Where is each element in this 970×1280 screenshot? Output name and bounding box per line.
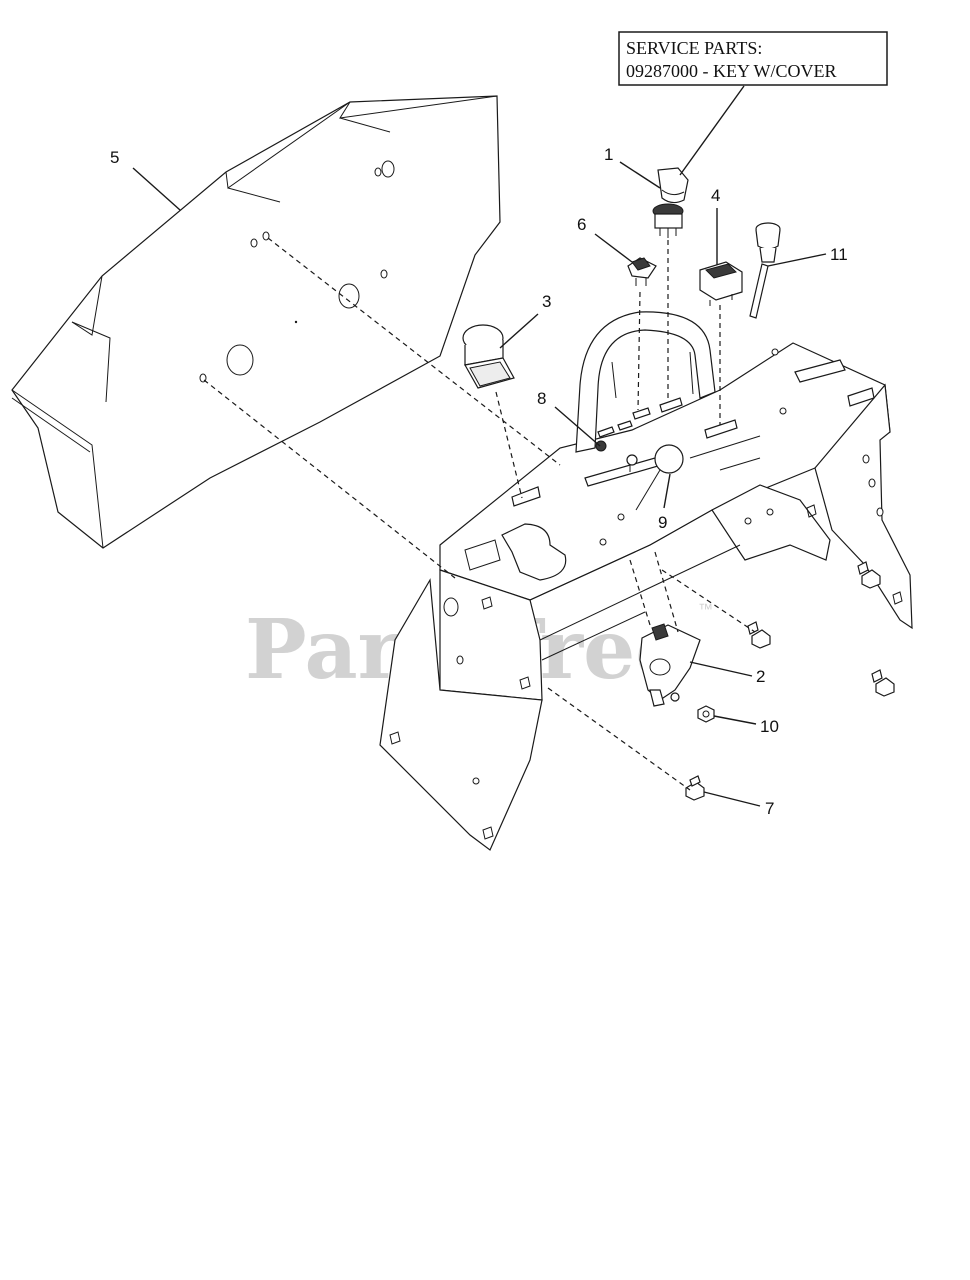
callout-8: 8	[537, 389, 546, 408]
part-5-dash-cover[interactable]	[11, 95, 501, 549]
part-8-screw[interactable]	[595, 440, 638, 472]
part-2-interlock-switch[interactable]	[639, 623, 701, 707]
bolt-icon	[871, 669, 895, 697]
part-7-bolts[interactable]	[685, 561, 895, 801]
callout-4: 4	[711, 186, 720, 205]
bolt-icon	[747, 621, 771, 649]
service-parts-box: SERVICE PARTS: 09287000 - KEY W/COVER	[618, 31, 888, 176]
part-3-pto-switch[interactable]	[462, 324, 515, 389]
bolt-icon	[685, 775, 705, 801]
callout-3: 3	[542, 292, 551, 311]
part-11-choke-cable[interactable]	[749, 222, 781, 319]
console-frame	[379, 311, 913, 851]
callout-2: 2	[756, 667, 765, 686]
callout-labels: 5 1 6 4 11 3 8 9 2 10 7	[110, 145, 848, 818]
callout-5: 5	[110, 148, 119, 167]
part-1-ignition-switch[interactable]	[652, 167, 689, 238]
assembly-lines	[203, 237, 756, 791]
watermark-trademark: ™	[698, 601, 713, 618]
bolt-icon	[857, 561, 881, 589]
callout-11: 11	[830, 245, 848, 264]
callout-9: 9	[658, 513, 667, 532]
part-6-rocker-switch[interactable]	[627, 257, 657, 286]
callout-1: 1	[604, 145, 613, 164]
callout-10: 10	[760, 717, 779, 736]
callout-6: 6	[577, 215, 586, 234]
part-10-nut[interactable]	[697, 705, 715, 723]
service-parts-line1: SERVICE PARTS:	[626, 38, 762, 58]
part-4-hour-meter[interactable]	[699, 261, 743, 306]
service-parts-line2: 09287000 - KEY W/COVER	[626, 61, 837, 81]
callout-7: 7	[765, 799, 774, 818]
part-9-knob[interactable]	[635, 444, 684, 511]
